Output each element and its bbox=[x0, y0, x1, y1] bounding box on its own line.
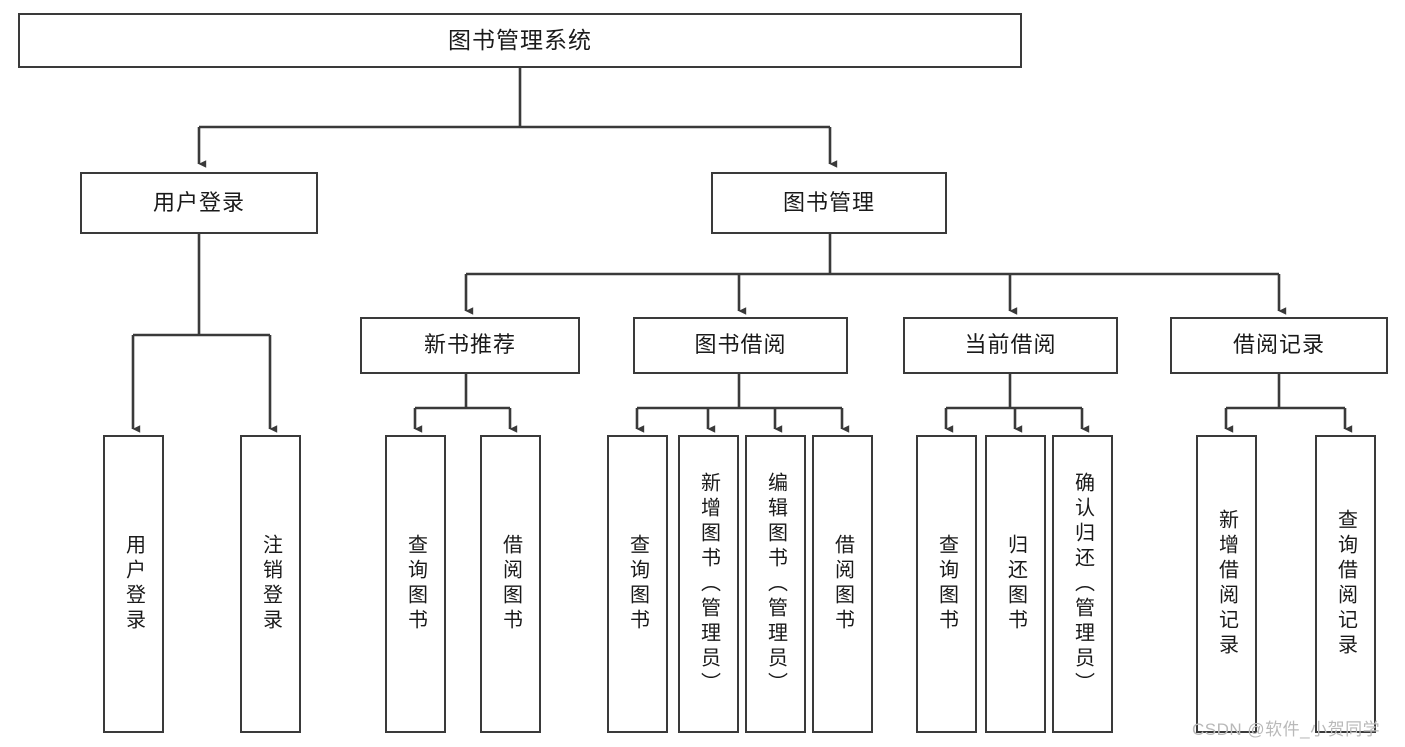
node-borrowing-records[interactable]: 借阅记录 bbox=[1170, 317, 1388, 374]
leaf-query-borrowing-record[interactable]: 查询借阅记录 bbox=[1315, 435, 1376, 733]
node-label: 确认归还（管理员） bbox=[1071, 471, 1094, 697]
leaf-user-login[interactable]: 用户登录 bbox=[103, 435, 164, 733]
leaf-return-books[interactable]: 归还图书 bbox=[985, 435, 1046, 733]
node-new-book-recommendation[interactable]: 新书推荐 bbox=[360, 317, 580, 374]
node-label: 借阅图书 bbox=[831, 534, 854, 634]
node-label: 查询图书 bbox=[404, 534, 427, 634]
csdn-watermark: CSDN @软件_小贺同学 bbox=[1192, 720, 1381, 739]
node-label: 图书管理 bbox=[782, 189, 875, 215]
node-label: 新增图书（管理员） bbox=[697, 471, 720, 697]
node-root-book-management-system[interactable]: 图书管理系统 bbox=[18, 13, 1022, 68]
leaf-confirm-return-admin[interactable]: 确认归还（管理员） bbox=[1052, 435, 1113, 733]
leaf-query-books-recommendation[interactable]: 查询图书 bbox=[385, 435, 446, 733]
node-label: 查询图书 bbox=[935, 534, 958, 634]
node-label: 图书管理系统 bbox=[448, 26, 592, 53]
node-label: 用户登录 bbox=[152, 189, 245, 215]
node-label: 当前借阅 bbox=[964, 332, 1057, 358]
leaf-borrow-books-recommendation[interactable]: 借阅图书 bbox=[480, 435, 541, 733]
node-label: 借阅图书 bbox=[499, 534, 522, 634]
node-book-management[interactable]: 图书管理 bbox=[711, 172, 947, 234]
node-label: 图书借阅 bbox=[694, 332, 787, 358]
node-label: 编辑图书（管理员） bbox=[764, 471, 787, 697]
leaf-logout[interactable]: 注销登录 bbox=[240, 435, 301, 733]
leaf-edit-book-admin[interactable]: 编辑图书（管理员） bbox=[745, 435, 806, 733]
leaf-add-book-admin[interactable]: 新增图书（管理员） bbox=[678, 435, 739, 733]
node-user-login[interactable]: 用户登录 bbox=[80, 172, 318, 234]
node-book-borrowing[interactable]: 图书借阅 bbox=[633, 317, 848, 374]
leaf-add-borrowing-record[interactable]: 新增借阅记录 bbox=[1196, 435, 1257, 733]
node-label: 借阅记录 bbox=[1232, 332, 1325, 358]
node-label: 归还图书 bbox=[1004, 534, 1027, 634]
node-label: 查询图书 bbox=[626, 534, 649, 634]
node-label: 查询借阅记录 bbox=[1334, 509, 1357, 659]
node-label: 新增借阅记录 bbox=[1215, 509, 1238, 659]
leaf-query-books-current[interactable]: 查询图书 bbox=[916, 435, 977, 733]
node-label: 用户登录 bbox=[122, 534, 145, 634]
node-label: 新书推荐 bbox=[423, 332, 516, 358]
leaf-borrow-books-borrowing[interactable]: 借阅图书 bbox=[812, 435, 873, 733]
leaf-query-books-borrowing[interactable]: 查询图书 bbox=[607, 435, 668, 733]
node-current-borrowing[interactable]: 当前借阅 bbox=[903, 317, 1118, 374]
node-label: 注销登录 bbox=[259, 534, 282, 634]
